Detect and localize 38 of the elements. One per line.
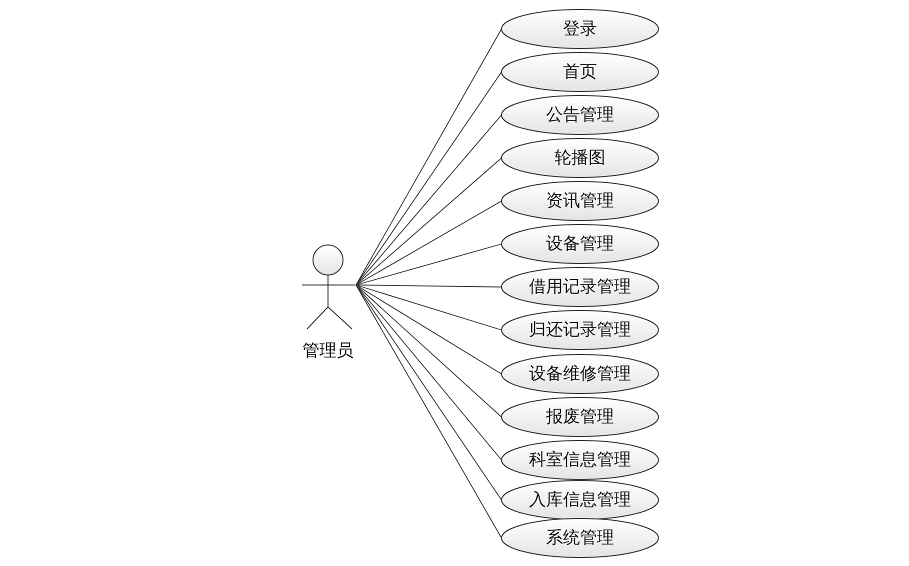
association-line bbox=[356, 284, 502, 374]
use-case-label: 报废管理 bbox=[545, 407, 615, 427]
use-case-ellipse bbox=[501, 224, 659, 264]
use-case-ellipse bbox=[501, 181, 659, 221]
use-case-label: 首页 bbox=[562, 62, 598, 82]
use-case-ellipse bbox=[501, 52, 659, 92]
use-case-ellipse bbox=[501, 440, 659, 480]
association-line bbox=[356, 200, 502, 286]
use-case-ellipse bbox=[501, 397, 659, 437]
association-line bbox=[356, 284, 502, 418]
association-line bbox=[356, 114, 502, 286]
use-case-label: 设备管理 bbox=[545, 234, 615, 254]
association-line bbox=[356, 158, 502, 286]
use-case-label: 公告管理 bbox=[545, 105, 615, 125]
use-case-label: 入库信息管理 bbox=[528, 490, 632, 510]
use-case-ellipse bbox=[501, 480, 659, 520]
association-line bbox=[356, 28, 502, 286]
use-case-label: 归还记录管理 bbox=[528, 320, 632, 340]
use-case-label: 设备维修管理 bbox=[528, 364, 632, 384]
use-case-ellipse bbox=[501, 354, 659, 394]
use-case-ellipse bbox=[501, 138, 659, 178]
association-line bbox=[356, 244, 502, 286]
use-case-ellipse bbox=[501, 518, 659, 558]
association-line bbox=[356, 72, 502, 286]
use-case-ellipse bbox=[501, 310, 659, 350]
use-case-label: 资讯管理 bbox=[545, 191, 615, 211]
use-case-label: 登录 bbox=[562, 19, 598, 39]
use-case-label: 系统管理 bbox=[545, 528, 615, 548]
association-line bbox=[356, 284, 502, 460]
association-line bbox=[356, 284, 502, 288]
association-line bbox=[356, 284, 502, 330]
actor-name: 管理员 bbox=[302, 341, 354, 361]
use-case-label: 轮播图 bbox=[554, 148, 606, 168]
use-case-label: 借用记录管理 bbox=[528, 277, 632, 297]
use-case-label: 科室信息管理 bbox=[528, 450, 632, 470]
use-case-ellipse bbox=[501, 267, 659, 307]
use-case-ellipse bbox=[501, 95, 659, 135]
use-case-ellipse bbox=[501, 9, 659, 49]
